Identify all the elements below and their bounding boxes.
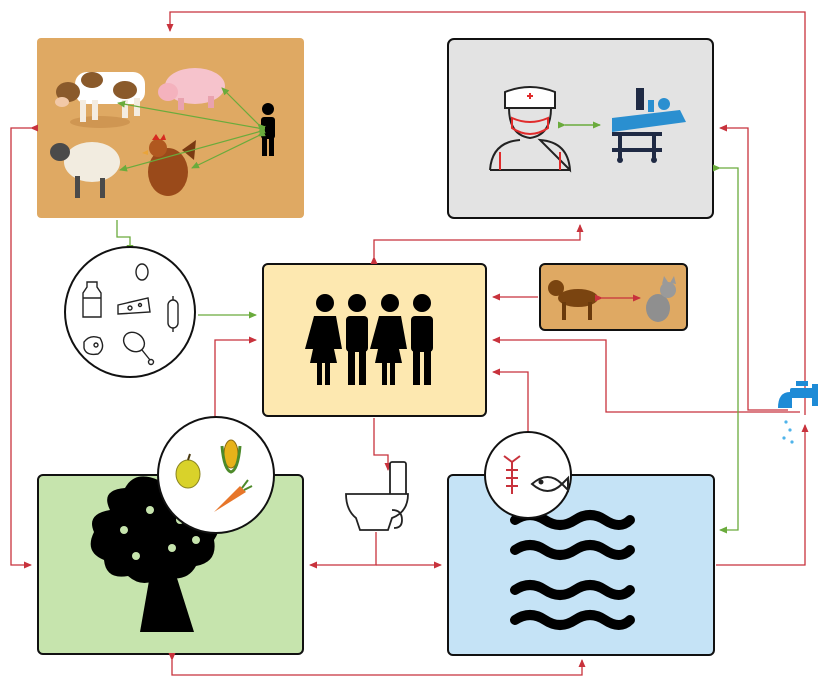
healthcare-box	[447, 38, 714, 219]
person-icon	[346, 294, 368, 385]
crops-circle	[157, 416, 275, 534]
water-box	[447, 474, 715, 656]
link-healthcare-water	[713, 164, 739, 534]
link-crops-to-humans	[214, 336, 257, 422]
toilet-icon	[345, 461, 409, 531]
link-farmer-chicken	[191, 129, 266, 169]
link-seafood-to-humans	[492, 368, 529, 448]
lobster-icon	[503, 455, 521, 494]
link-humans-to-toilet	[373, 418, 392, 471]
person-icon	[411, 294, 433, 385]
pig-icon	[158, 68, 225, 110]
link-humans-healthcare	[370, 224, 584, 264]
link-livestock-plants	[10, 124, 38, 569]
apple-icon	[175, 453, 201, 489]
link-water-to-tap	[716, 424, 809, 566]
animal-products-circle	[64, 246, 196, 378]
people-group-icon	[305, 294, 433, 385]
link-tap-to-humans	[492, 336, 800, 413]
link-tap-to-livestock	[166, 11, 806, 415]
milk-bottle-icon	[82, 281, 102, 318]
cheese-icon	[117, 297, 151, 315]
seafood-circle	[484, 431, 572, 519]
farm-animals-icon	[50, 68, 275, 198]
egg-icon	[135, 263, 149, 281]
steak-icon	[83, 335, 104, 356]
corn-icon	[220, 439, 242, 474]
person-icon	[305, 294, 342, 385]
nurse-icon	[489, 86, 572, 173]
link-farmer-pig	[221, 87, 266, 132]
link-tap-to-healthcare	[719, 124, 788, 411]
link-plants-water	[168, 653, 586, 676]
sausage-icon	[167, 296, 179, 332]
hospital-bed-icon	[612, 88, 686, 163]
person-icon	[370, 294, 407, 385]
sheep-icon	[50, 142, 120, 198]
link-toilet-to-plants	[309, 532, 377, 569]
carrot-icon	[214, 479, 253, 512]
drumstick-icon	[122, 331, 155, 366]
dog-icon	[548, 280, 598, 320]
faucet-icon	[778, 381, 818, 444]
connectors	[10, 11, 809, 676]
link-livestock-to-products	[116, 220, 134, 253]
fish-icon	[530, 475, 569, 493]
cat-icon	[646, 276, 676, 322]
